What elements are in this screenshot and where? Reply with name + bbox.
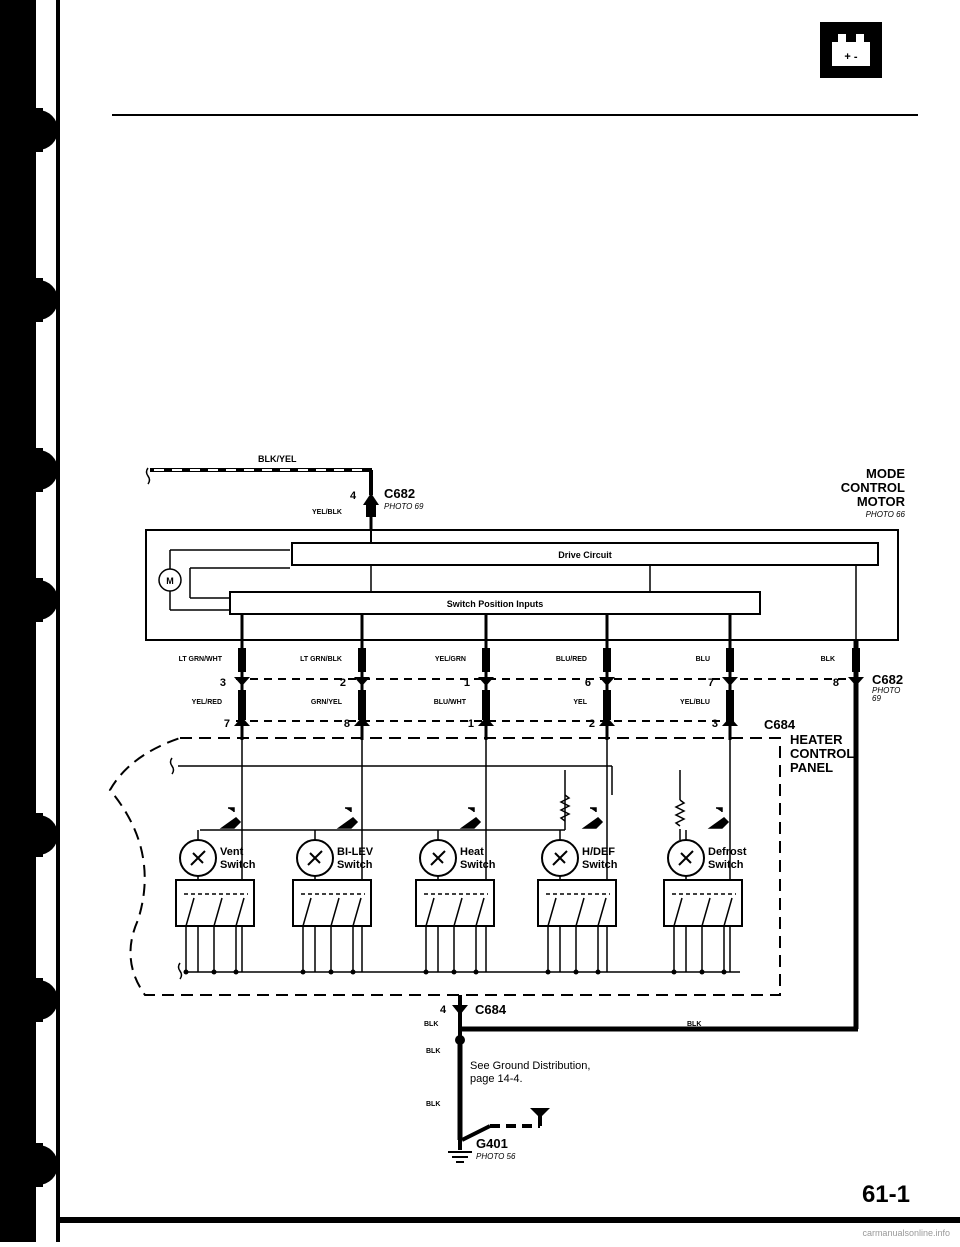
pin-bottom-4: 3: [712, 718, 718, 730]
blk-ground-wire: [460, 640, 859, 1032]
wire-top-2: YEL/GRN: [435, 656, 466, 663]
wire-color-yel-blk: YEL/BLK: [312, 509, 342, 516]
wire-color-blk-yel: BLK/YEL: [258, 454, 297, 464]
connector-labels: LT GRN/WHT LT GRN/BLK YEL/GRN BLU/RED BL…: [179, 656, 904, 732]
panel-title: HEATER CONTROL PANEL: [790, 732, 854, 775]
ground-circuit: 4 C684 BLK BLK BLK See Ground Distributi…: [424, 995, 701, 1163]
switch-contacts: [292, 879, 372, 927]
connector-c684-top: C684: [764, 717, 796, 732]
mode-vent-icon: [459, 807, 482, 829]
pin-top-1: 2: [340, 677, 346, 689]
switch-label-4: H/DEF: [582, 846, 615, 858]
binding-strip: [0, 0, 60, 1242]
ground-blk-3: BLK: [426, 1048, 440, 1055]
wire-bottom-3: YEL: [573, 699, 587, 706]
motor-icon: [158, 568, 182, 592]
motor-box: M Drive Circuit Switch Position Inputs: [145, 529, 899, 641]
pin-bottom-1: 8: [344, 718, 350, 730]
drive-circuit-label: Drive Circuit: [558, 550, 612, 560]
panel-bus: [178, 765, 740, 973]
connector-c682-top: C682: [384, 486, 415, 501]
switch-label-5: Defrost: [708, 846, 747, 858]
photo-ref-right: PHOTO: [872, 686, 900, 695]
motor-symbol-m: M: [166, 576, 174, 586]
mode-vent-icon: [336, 807, 359, 829]
wire-bottom-4: YEL/BLU: [680, 699, 710, 706]
wire-top-5: BLK: [821, 656, 835, 663]
switch-inputs-label: Switch Position Inputs: [447, 599, 544, 609]
ground-pin-4: 4: [440, 1004, 447, 1016]
ground-photo-ref: PHOTO 56: [476, 1152, 516, 1161]
ground-g401: G401: [476, 1136, 508, 1151]
pin-bottom-0: 7: [224, 718, 230, 730]
pin-bottom-2: 1: [468, 718, 474, 730]
heater-panel-enclosure: [108, 737, 781, 996]
ground-blk-1: BLK: [424, 1021, 438, 1028]
switch-contacts: [415, 879, 495, 927]
photo-ref-right-2: 69: [872, 694, 881, 703]
panel-title-3: PANEL: [790, 760, 833, 775]
motor-photo-ref: PHOTO 66: [866, 510, 906, 519]
switch-label-3: Heat: [460, 846, 484, 858]
wire-top-0: LT GRN/WHT: [179, 656, 223, 663]
battery-symbol: + -: [844, 51, 857, 63]
wire-bottom-0: YEL/RED: [192, 699, 222, 706]
switch-contacts: [663, 879, 743, 927]
motor-title-2: CONTROL: [841, 480, 905, 495]
switch-sublabel-4: Switch: [582, 859, 618, 871]
watermark: carmanualsonline.info: [862, 1228, 950, 1238]
switch-label-2: BI-LEV: [337, 846, 374, 858]
pin-top-2: 1: [464, 677, 470, 689]
pin-top-4: 7: [708, 677, 714, 689]
wire-top-4: BLU: [696, 656, 710, 663]
ground-note-2: page 14-4.: [470, 1073, 523, 1085]
top-wire: BLK/YEL 4 YEL/BLK C682 PHOTO 69: [145, 454, 424, 530]
panel-title-1: HEATER: [790, 732, 843, 747]
switch-sublabel-5: Switch: [708, 859, 744, 871]
wire-bottom-1: GRN/YEL: [311, 699, 343, 706]
connector-dash-lines: [236, 678, 856, 722]
page-number: 61-1: [862, 1181, 910, 1208]
switch-sublabel-2: Switch: [337, 859, 373, 871]
mode-vent-icon: [581, 807, 604, 829]
panel-title-2: CONTROL: [790, 746, 854, 761]
mode-vent-icon: [219, 807, 242, 829]
pin-bottom-3: 2: [589, 718, 595, 730]
switch-blocks: VentSwitchBI-LEVSwitchHeatSwitchH/DEFSwi…: [175, 807, 747, 975]
battery-icon: + -: [820, 22, 882, 78]
switch-sublabel-3: Switch: [460, 859, 496, 871]
motor-title-1: MODE: [866, 466, 905, 481]
ground-blk-2: BLK: [687, 1021, 701, 1028]
pin-top-5: 8: [833, 677, 839, 689]
ground-note-1: See Ground Distribution,: [470, 1060, 590, 1072]
motor-title-3: MOTOR: [857, 494, 906, 509]
ground-blk-4: BLK: [426, 1101, 440, 1108]
switch-sublabel-1: Switch: [220, 859, 256, 871]
ground-connector-c684: C684: [475, 1002, 507, 1017]
connector-c682-right: C682: [872, 672, 903, 687]
pin-4-top: 4: [350, 490, 357, 502]
switch-contacts: [537, 879, 617, 927]
motor-title: MODE CONTROL MOTOR PHOTO 66: [841, 466, 906, 519]
pin-top-0: 3: [220, 677, 226, 689]
mode-vent-icon: [707, 807, 730, 829]
wire-top-1: LT GRN/BLK: [300, 656, 342, 663]
switch-label-1: Vent: [220, 846, 244, 858]
photo-ref-69: PHOTO 69: [384, 502, 424, 511]
pin-top-3: 6: [585, 677, 591, 689]
switch-contacts: [175, 879, 255, 927]
wire-top-3: BLU/RED: [556, 656, 587, 663]
wire-bottom-2: BLU/WHT: [434, 699, 467, 706]
